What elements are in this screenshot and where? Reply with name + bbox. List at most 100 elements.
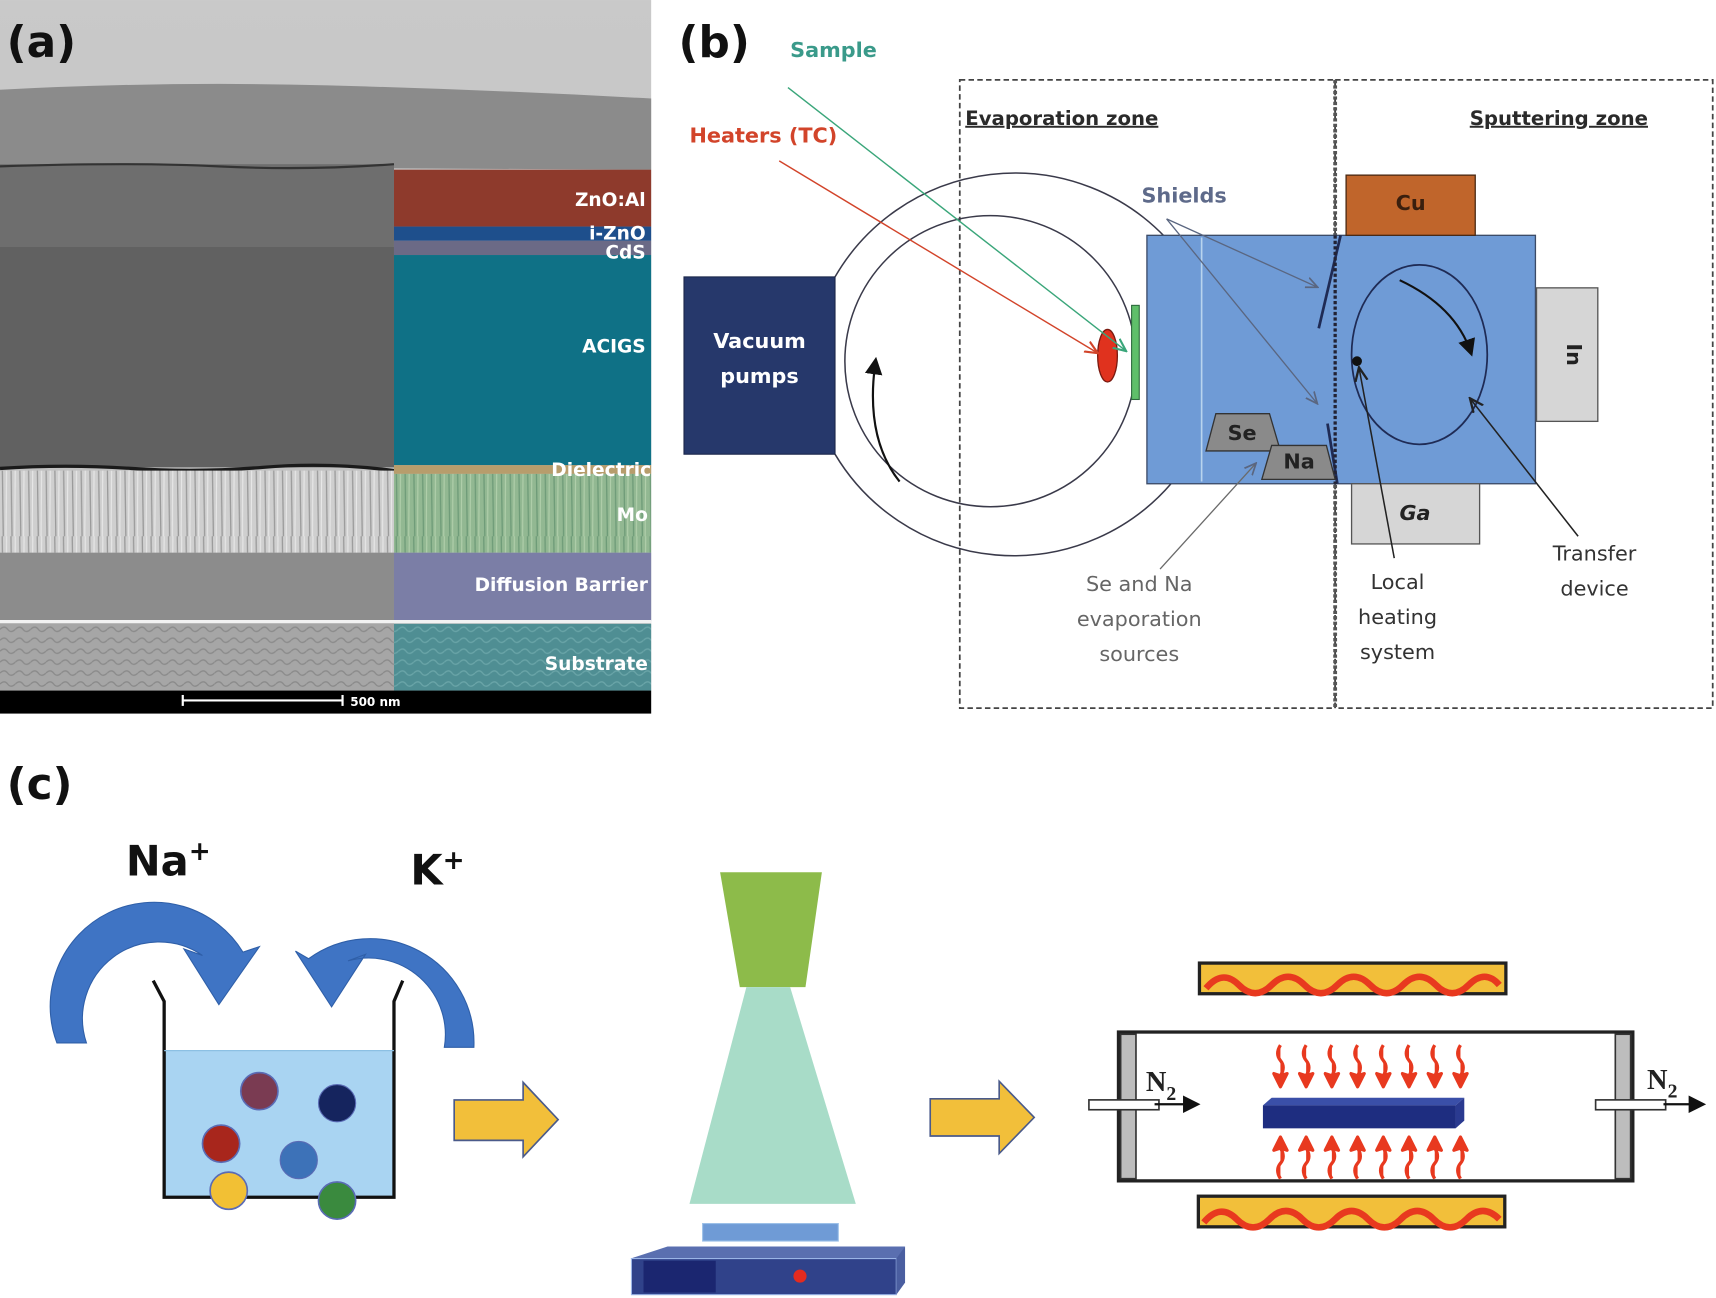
sample-holder (1131, 304, 1140, 401)
scale-bar-label: 500 nm (350, 695, 400, 709)
heater-bottom-coil (1201, 1207, 1502, 1231)
panel-c-label: (c) (7, 759, 73, 810)
shields-pointer-lower (1166, 218, 1317, 403)
evaporation-zone-box (958, 79, 1337, 709)
se-source-label: Se (1228, 421, 1257, 445)
particle-green (317, 1181, 357, 1220)
layer-znoal (393, 169, 652, 227)
inlet-pipe (1088, 1099, 1160, 1111)
se-na-label-2: evaporation (1077, 607, 1202, 631)
label-diffusion-barrier: Diffusion Barrier (475, 575, 649, 596)
layer-diffusion-barrier (393, 552, 652, 621)
label-acigs: ACIGS (582, 336, 646, 357)
particle-yellow (209, 1171, 249, 1211)
scale-bar (181, 694, 344, 706)
heat-arrow-down-icon (1349, 1044, 1366, 1089)
na-addition-arrow-icon (49, 901, 261, 1044)
local-heater-point (1352, 356, 1362, 367)
tube-furnace: N2 N2 (1088, 961, 1707, 1231)
label-cds: CdS (605, 242, 645, 263)
particle-purple (239, 1071, 279, 1111)
label-dielectric: Dielectric (551, 460, 651, 481)
heaters-pointer (778, 160, 1096, 353)
k-ion-label: K+ (410, 845, 464, 894)
sem-absorber-boundary (0, 463, 395, 473)
scale-bar-strip (0, 690, 652, 714)
heat-arrow-up-icon (1297, 1135, 1315, 1180)
n2-inlet-label: N2 (1146, 1067, 1176, 1105)
beaker-liquid (164, 1050, 394, 1197)
sample-label: Sample (790, 38, 877, 62)
heat-arrow-down-icon (1400, 1044, 1418, 1089)
transfer-device-label-1: Transfer (1552, 541, 1637, 565)
panel-c: (c) Na+ K+ (7, 759, 1707, 1296)
hotplate (630, 1246, 906, 1296)
sample-bar-side (1455, 1097, 1465, 1129)
panel-a-label: (a) (7, 17, 77, 68)
particle-blue (279, 1140, 318, 1180)
spray-nozzle (720, 872, 822, 988)
k-addition-arrow-icon (295, 938, 475, 1048)
label-izno: i-ZnO (589, 224, 646, 245)
shields-label: Shields (1141, 183, 1226, 207)
local-heating-label-2: heating (1358, 605, 1437, 629)
sem-cap-layer (0, 83, 652, 170)
heat-arrow-down-icon (1323, 1044, 1341, 1089)
layer-substrate (393, 623, 652, 691)
layer-dielectric (393, 465, 652, 474)
layer-mo (393, 473, 652, 553)
sputtering-zone-title: Sputtering zone (1470, 107, 1648, 130)
ga-target-label: Ga (1399, 501, 1430, 525)
panel-b: (b) Evaporation zone Sputtering zone Vac… (679, 17, 1714, 709)
se-na-label-1: Se and Na (1086, 572, 1193, 596)
se-na-pointer (1159, 464, 1255, 570)
particle-navy (317, 1084, 357, 1123)
rotation-arrow-icon (864, 356, 901, 483)
spray-cone (689, 987, 856, 1204)
sem-substrate-layer (0, 620, 394, 691)
heaters-label: Heaters (TC) (689, 123, 837, 147)
n2-outlet-label: N2 (1647, 1065, 1677, 1103)
transfer-device-pointer (1471, 399, 1579, 537)
panel-a: ZnO:Al i-ZnO CdS ACIGS Dielectric Mo Dif… (0, 0, 652, 714)
particle-red (201, 1124, 241, 1164)
label-mo: Mo (617, 505, 648, 526)
heat-arrow-down-icon (1426, 1044, 1443, 1089)
heat-arrows-up (1272, 1135, 1469, 1180)
layer-cds (393, 240, 652, 256)
sputtering-zone-box (1334, 79, 1714, 709)
hotplate-indicator-light (793, 1269, 807, 1283)
local-heating-label-1: Local (1371, 570, 1425, 594)
transfer-device-ring (1350, 263, 1489, 446)
in-target-label: In (1562, 343, 1586, 366)
sem-window-layer (0, 164, 394, 247)
sem-mo-layer (0, 470, 394, 553)
label-substrate: Substrate (545, 654, 648, 675)
heat-arrows-down (1272, 1044, 1469, 1089)
layer-izno (393, 226, 652, 241)
heat-arrow-up-icon (1323, 1135, 1341, 1180)
cu-target (1345, 174, 1476, 236)
heat-arrow-up-icon (1272, 1135, 1289, 1180)
transfer-device-label-2: device (1560, 576, 1628, 600)
layer-acigs (393, 255, 652, 466)
evaporation-zone-title: Evaporation zone (965, 107, 1158, 130)
heat-arrow-up-icon (1400, 1135, 1418, 1180)
outer-chamber-ring (834, 172, 1172, 557)
label-znoal: ZnO:Al (575, 190, 646, 211)
process-arrow-2-icon (929, 1079, 1036, 1156)
vacuum-pumps-label-2: pumps (720, 364, 799, 388)
heat-arrow-down-icon (1272, 1044, 1289, 1089)
heat-arrow-down-icon (1452, 1044, 1469, 1089)
process-chamber (1146, 234, 1537, 485)
local-heating-pointer (1359, 369, 1396, 559)
sem-barrier-layer (0, 552, 394, 621)
cu-target-label: Cu (1396, 191, 1426, 215)
outlet-pipe (1594, 1099, 1667, 1111)
vacuum-pumps-box (683, 276, 836, 455)
sample-pointer (787, 87, 1125, 351)
heat-arrow-down-icon (1375, 1044, 1392, 1089)
sample-bar-top (1262, 1097, 1465, 1106)
shields-pointer-upper (1166, 218, 1317, 287)
